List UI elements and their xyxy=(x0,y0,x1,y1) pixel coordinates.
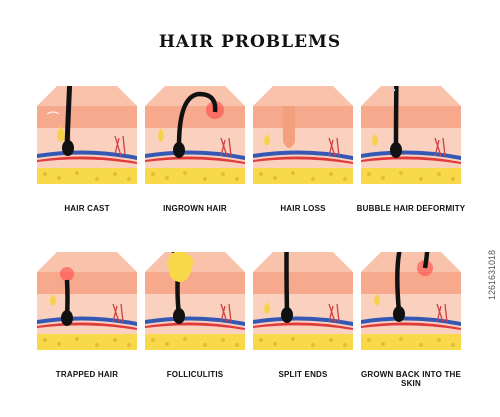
panel-label: INGROWN HAIR xyxy=(163,204,227,213)
panel-split-ends: SPLIT ENDS xyxy=(253,252,353,402)
panel-label: HAIR LOSS xyxy=(280,204,326,213)
panel-trapped-hair: TRAPPED HAIR xyxy=(37,252,137,402)
panel-ingrown-hair: INGROWN HAIR xyxy=(145,86,245,236)
panel-hair-cast: HAIR CAST xyxy=(37,86,137,236)
page-title: HAIR PROBLEMS xyxy=(158,32,342,52)
panel-label: SPLIT ENDS xyxy=(278,370,328,379)
trapped-hair-illustration xyxy=(37,252,137,350)
panel-label: GROWN BACK INTO THE SKIN xyxy=(360,370,462,388)
panel-grown-back: GROWN BACK INTO THE SKIN xyxy=(361,252,461,402)
split-ends-illustration xyxy=(253,252,353,350)
hair-loss-illustration xyxy=(253,86,353,184)
panel-label: FOLLICULITIS xyxy=(166,370,224,379)
hair-cast-illustration xyxy=(37,86,137,184)
panel-folliculitis: FOLLICULITIS xyxy=(145,252,245,402)
panel-hair-loss: HAIR LOSS xyxy=(253,86,353,236)
grown-back-illustration xyxy=(361,252,461,350)
bubble-hair-illustration xyxy=(361,86,461,184)
panel-label: BUBBLE HAIR DEFORMITY xyxy=(356,204,466,213)
panel-label: HAIR CAST xyxy=(64,204,110,213)
ingrown-hair-illustration xyxy=(145,86,245,184)
panel-bubble-hair: BUBBLE HAIR DEFORMITY xyxy=(357,86,465,236)
folliculitis-illustration xyxy=(145,252,245,350)
panel-label: TRAPPED HAIR xyxy=(55,370,119,379)
stock-id: 1261631018 xyxy=(487,249,497,300)
